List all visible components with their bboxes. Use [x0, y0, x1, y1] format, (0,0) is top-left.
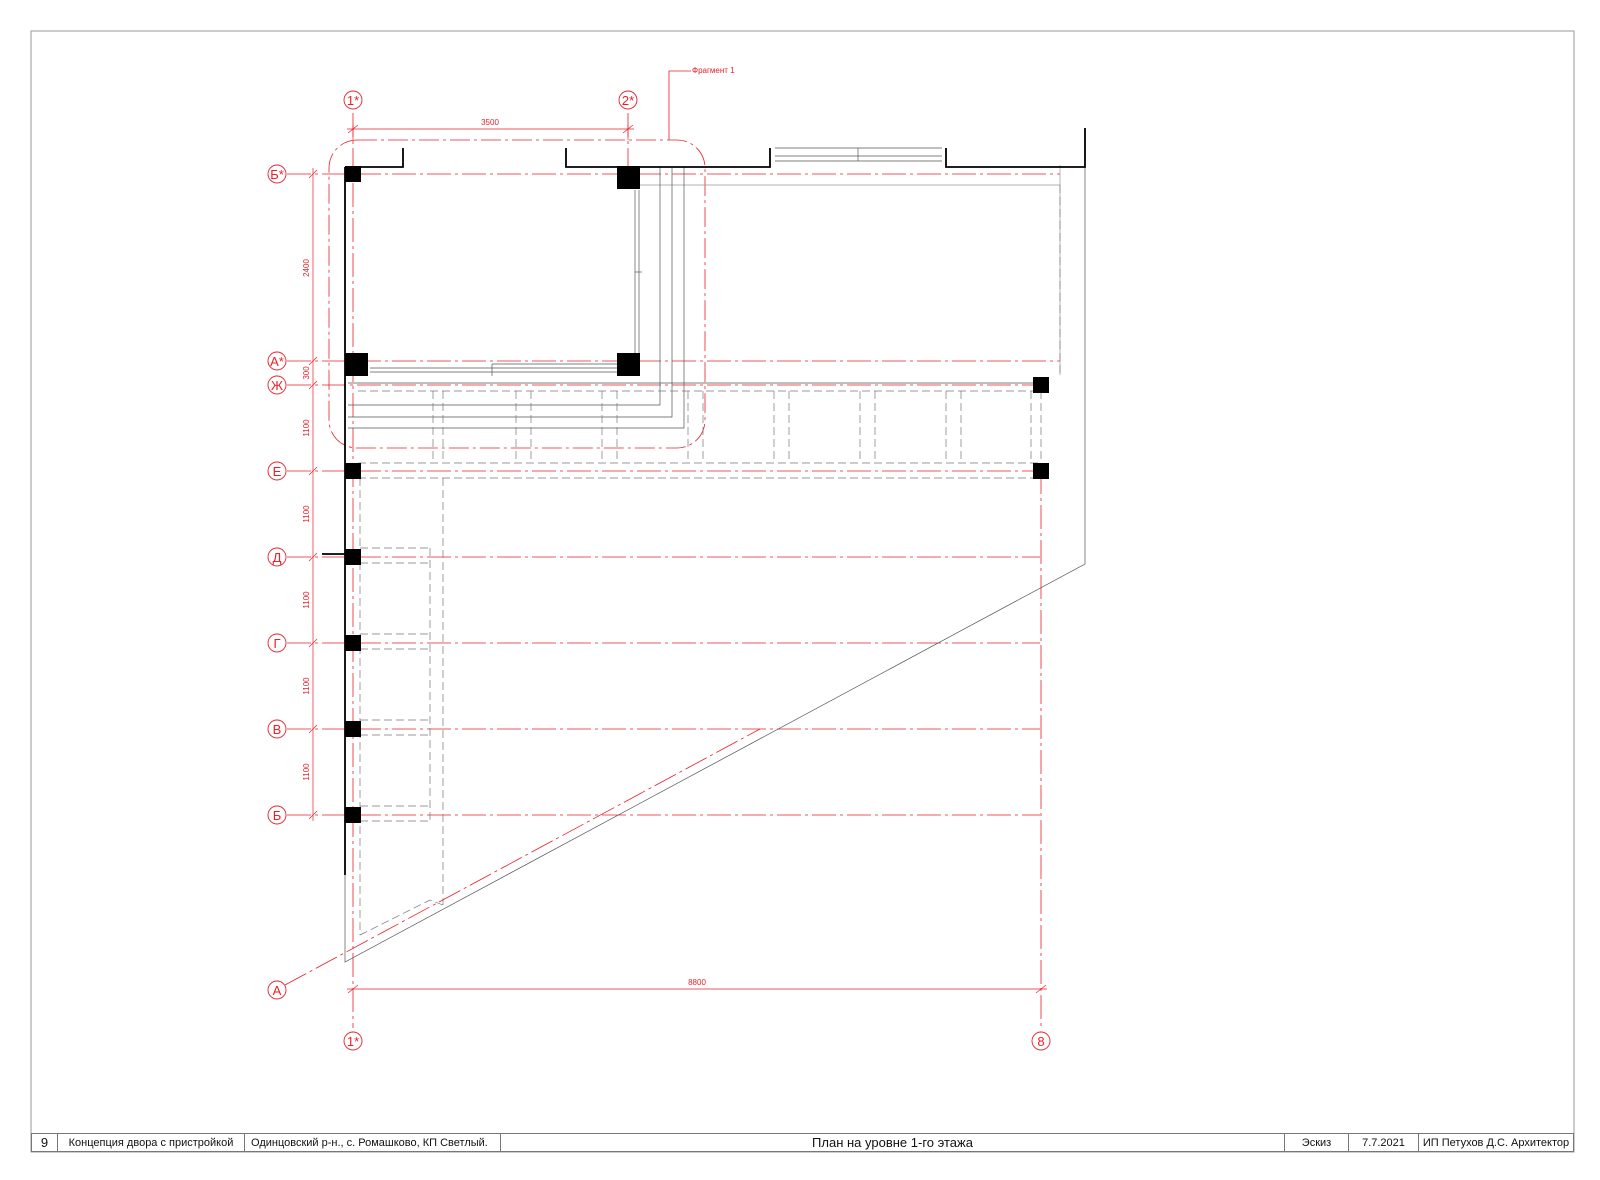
dim-left-1100: 1100 — [302, 419, 311, 437]
axis-label-8: 8 — [1037, 1034, 1044, 1049]
project-stage: Эскиз — [1285, 1134, 1349, 1151]
axis-label-1s-top: 1* — [347, 93, 359, 108]
sheet-frame — [30, 30, 1575, 1153]
dim-left-300: 300 — [302, 366, 311, 380]
axis-labels: 1* 2* 1* 8 Б* А* Ж Е Д Г В Б А — [270, 93, 1044, 1049]
dim-left-1100: 1100 — [302, 677, 311, 695]
dim-bottom-8800: 8800 — [688, 978, 706, 987]
column — [345, 807, 361, 823]
sheet-number: 9 — [32, 1134, 58, 1151]
project-name: Концепция двора с пристройкой — [58, 1134, 245, 1151]
axis-label-g: Г — [273, 636, 280, 651]
dim-left-2400: 2400 — [302, 259, 311, 277]
dim-top-3500: 3500 — [481, 118, 499, 127]
project-address: Одинцовский р-н., с. Ромашково, КП Светл… — [245, 1134, 501, 1151]
column — [345, 463, 361, 479]
axis-label-a-star: А* — [270, 354, 284, 369]
axis-label-2s: 2* — [622, 93, 634, 108]
axis-label-b: Б — [273, 808, 282, 823]
dim-left-1100: 1100 — [302, 763, 311, 781]
column — [617, 166, 640, 189]
column — [345, 166, 361, 182]
dim-left-chain: 2400 300 1100 1100 1100 1100 1100 — [302, 259, 311, 781]
axis-label-1s-bottom: 1* — [347, 1034, 359, 1049]
column — [345, 635, 361, 651]
column — [1033, 463, 1049, 479]
fragment-callout — [328, 70, 706, 449]
dim-left-1100: 1100 — [302, 505, 311, 523]
column — [345, 353, 368, 376]
outlines — [344, 135, 1086, 963]
column — [617, 353, 640, 376]
hidden-lines — [344, 185, 1061, 936]
column — [1033, 377, 1049, 393]
walls — [322, 128, 1086, 875]
sheet-title: План на уровне 1-го этажа — [501, 1134, 1285, 1151]
axis-label-zh: Ж — [271, 378, 283, 393]
fragment-label: Фрагмент 1 — [692, 66, 735, 75]
axis-label-v: В — [273, 722, 282, 737]
axis-label-b-star: Б* — [270, 167, 284, 182]
author: ИП Петухов Д.С. Архитектор — [1422, 1136, 1570, 1149]
column — [345, 549, 361, 565]
axis-lines — [284, 113, 1060, 1028]
axis-label-e: Е — [273, 464, 282, 479]
dimension-lines — [308, 124, 1047, 994]
columns — [345, 166, 1049, 823]
axis-label-a: А — [273, 983, 282, 998]
dim-left-1100: 1100 — [302, 591, 311, 609]
title-block: 9 Концепция двора с пристройкой Одинцовс… — [31, 1133, 1574, 1152]
axis-bubbles — [267, 90, 1051, 1051]
sheet-date: 7.7.2021 — [1349, 1134, 1419, 1151]
axis-label-d: Д — [273, 550, 282, 565]
column — [345, 721, 361, 737]
